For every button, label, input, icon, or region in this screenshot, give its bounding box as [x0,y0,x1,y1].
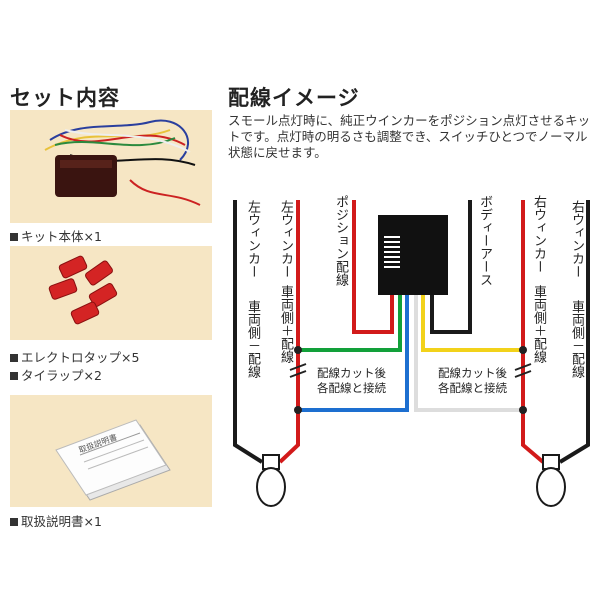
kit-body-photo [10,110,212,223]
junction-dot [519,346,527,354]
blue-wire [298,290,409,412]
label-right-plus: 車両側＋配線 [531,285,546,363]
junction-dot [294,406,302,414]
right-cut-mark [514,363,532,378]
left-cut-note-line2: 各配線と接続 [317,381,386,395]
label-right-ground: 車両側－配線 [569,300,584,378]
right-cut-note-line1: 配線カット後 [438,366,507,380]
label-left-winker-inner: 左ウィンカー [278,200,293,278]
kit-body-caption: キット本体×1 [10,226,102,245]
position-wire [352,200,394,334]
right-plus-wire [521,200,545,464]
right-cut-note-line2: 各配線と接続 [438,381,507,395]
label-right-winker: 右ウィンカー [569,200,584,278]
manual-caption: 取扱説明書×1 [10,511,102,530]
wiring-description: スモール点灯時に、純正ウインカーをポジション点灯させるキットです。点灯時の明るさ… [228,113,591,160]
junction-dot [519,406,527,414]
right-bulb-icon [536,454,566,507]
yellow-wire [421,290,523,352]
label-position-wire: ポジション配線 [333,195,348,286]
kit-contents-title: セット内容 [10,86,120,110]
green-wire [298,290,402,352]
tie-wrap-caption: タイラップ×2 [10,365,102,384]
electro-tap-caption: エレクトロタップ×5 [10,347,139,366]
white-wire [414,290,523,412]
body-earth-wire [430,200,472,334]
manual-photo: 取扱説明書 [10,395,212,507]
left-plus-wire [278,200,300,464]
wiring-image-title: 配線イメージ [228,86,360,110]
left-bulb-icon [256,454,286,507]
label-left-winker: 左ウィンカー [245,200,260,278]
left-cut-note-line1: 配線カット後 [317,366,386,380]
right-ground-wire [558,200,590,464]
kit-module-icon [378,215,448,295]
electro-tap-photo [10,246,212,340]
label-body-earth: ボディーアース [477,195,492,286]
left-cut-mark [289,363,307,378]
left-ground-wire [233,200,264,464]
label-left-ground: 車両側－配線 [245,300,260,378]
label-left-plus: 車両側＋配線 [278,285,293,363]
junction-dot [294,346,302,354]
label-right-winker-inner: 右ウィンカー [531,195,546,273]
